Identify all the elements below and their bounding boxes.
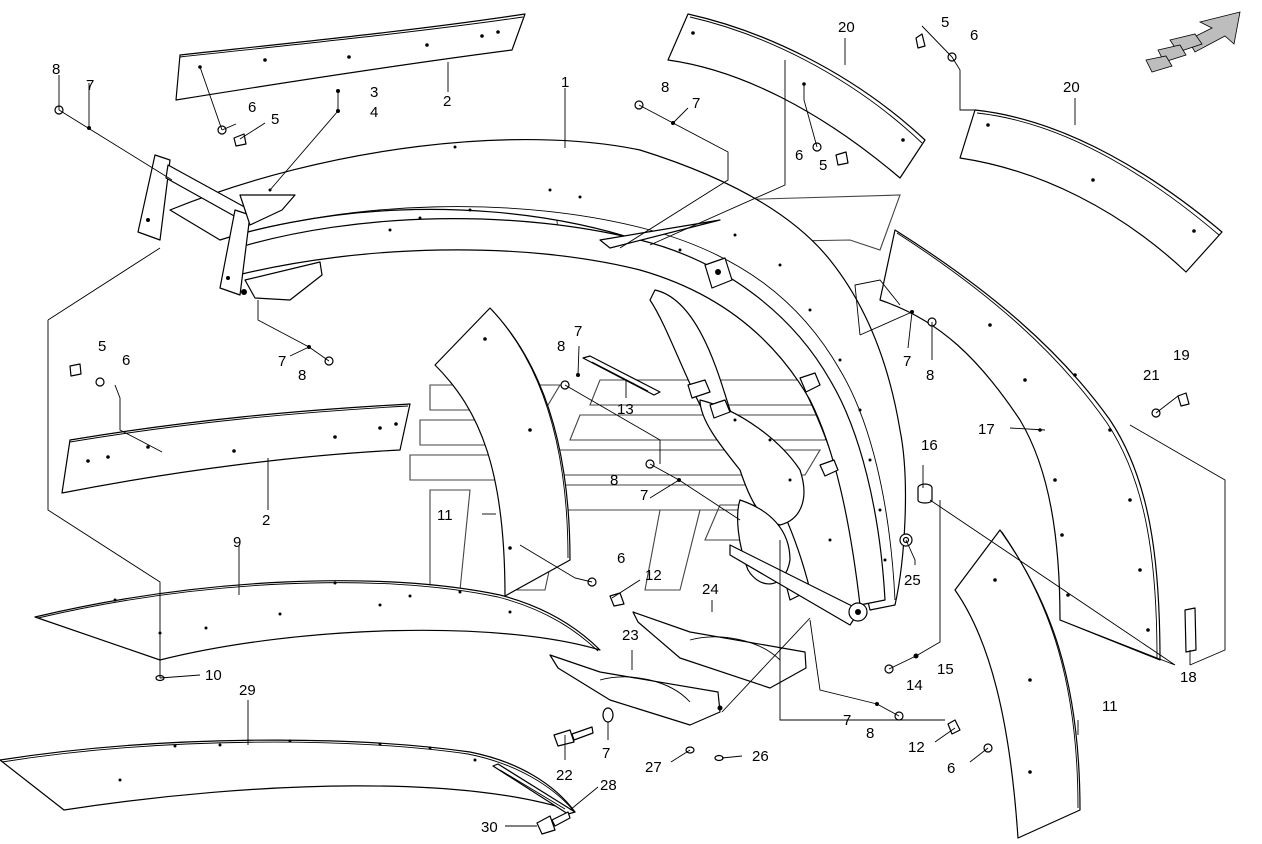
callout-27: 27 (645, 759, 662, 776)
callout-2-lower: 2 (262, 512, 270, 529)
callout-15: 15 (937, 661, 954, 678)
callout-29: 29 (239, 682, 256, 699)
callout-8-b: 8 (661, 79, 669, 96)
callout-2-upper: 2 (443, 93, 451, 110)
callout-23: 23 (622, 627, 639, 644)
callout-6-c: 6 (970, 27, 978, 44)
callout-8-c: 8 (926, 367, 934, 384)
part-9-plate (34, 580, 601, 661)
callout-11-right: 11 (1102, 698, 1118, 715)
callout-7-e: 7 (574, 323, 582, 340)
callout-19: 19 (1173, 347, 1190, 364)
callout-8-f: 8 (610, 472, 618, 489)
callout-7-b: 7 (692, 95, 700, 112)
part-1-fender-body (169, 139, 907, 626)
callout-8-e: 8 (557, 338, 565, 355)
callout-6-d: 6 (122, 352, 130, 369)
callout-14: 14 (906, 677, 923, 694)
callout-20-b: 20 (1063, 79, 1080, 96)
callout-4: 4 (370, 104, 378, 121)
callout-25: 25 (904, 572, 921, 589)
callout-13: 13 (617, 401, 634, 418)
callout-12-a: 12 (645, 567, 662, 584)
callout-17: 17 (978, 421, 995, 438)
part-20-plate-upper (667, 13, 926, 179)
callout-7-f: 7 (640, 487, 648, 504)
part-2-lower-plate (61, 403, 411, 494)
part-20-plate-right (959, 109, 1223, 273)
callout-7-h: 7 (602, 745, 610, 762)
callout-11-left: 11 (437, 507, 453, 524)
callout-7-c: 7 (903, 353, 911, 370)
callout-10: 10 (205, 667, 222, 684)
callout-7-a: 7 (86, 77, 94, 94)
part-11-plate-left (434, 307, 571, 597)
callout-22: 22 (556, 767, 573, 784)
callout-18: 18 (1180, 669, 1197, 686)
callout-6-b: 6 (795, 147, 803, 164)
callout-5-a: 5 (271, 111, 279, 128)
callout-21: 21 (1143, 367, 1160, 384)
callout-12-b: 12 (908, 739, 925, 756)
callout-24: 24 (702, 581, 719, 598)
part-29-plate (0, 739, 576, 813)
callout-6-e: 6 (617, 550, 625, 567)
callout-5-c: 5 (941, 14, 949, 31)
callout-8-d: 8 (298, 367, 306, 384)
callout-labels: 1 2 2 3 4 5 5 5 5 6 6 6 6 6 6 7 7 7 7 7 … (52, 14, 1197, 836)
callout-5-d: 5 (98, 338, 106, 355)
callout-8-g: 8 (866, 725, 874, 742)
callout-30: 30 (481, 819, 498, 836)
callout-7-g: 7 (843, 712, 851, 729)
part-17-rubber-flap (879, 229, 1161, 661)
callout-9: 9 (233, 534, 241, 551)
callout-20-a: 20 (838, 19, 855, 36)
callout-26: 26 (752, 748, 769, 765)
part-16-spacer (917, 483, 933, 504)
callout-28: 28 (600, 777, 617, 794)
leader-lines (47, 25, 1226, 827)
callout-8-a: 8 (52, 61, 60, 78)
left-bracket (137, 154, 323, 301)
callout-7-d: 7 (278, 353, 286, 370)
callout-5-b: 5 (819, 157, 827, 174)
part-2-upper-plate (175, 13, 526, 101)
callout-3: 3 (370, 84, 378, 101)
callout-1: 1 (561, 74, 569, 91)
part-13-strip (582, 355, 661, 396)
callout-6-f: 6 (947, 760, 955, 777)
callout-6-a: 6 (248, 99, 256, 116)
part-28-strip (492, 763, 576, 815)
part-23-bracket (549, 654, 723, 726)
part-18-small-plate (1184, 607, 1197, 653)
direction-arrow-icon (1145, 11, 1241, 73)
callout-16: 16 (921, 437, 938, 454)
